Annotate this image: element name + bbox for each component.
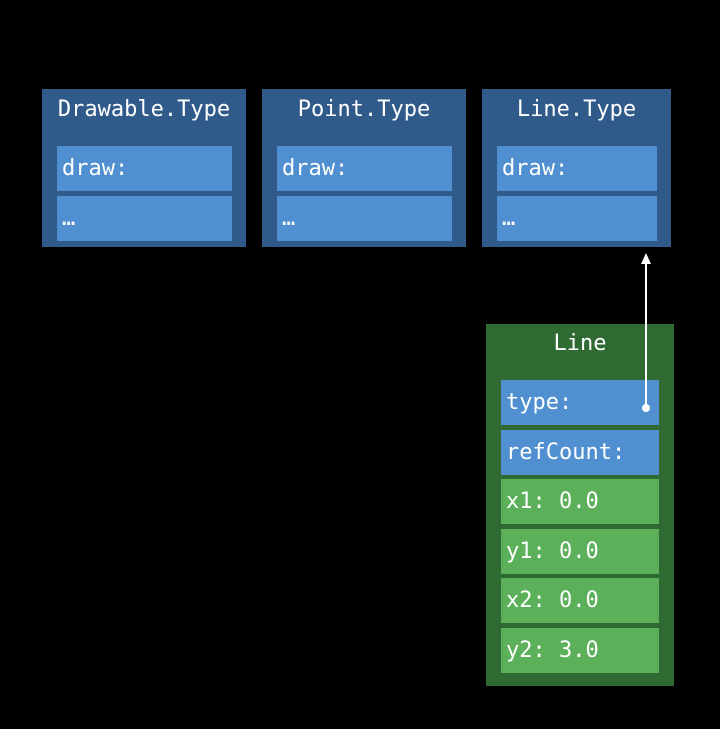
line-type-draw-field: draw: xyxy=(497,146,657,191)
line-type-ellipsis-field: … xyxy=(497,196,657,241)
drawable-type-draw-field: draw: xyxy=(57,146,232,191)
drawable-type-ellipsis-field: … xyxy=(57,196,232,241)
point-type-box: Point.Type draw: … xyxy=(262,89,466,247)
x2-field: x2: 0.0 xyxy=(501,578,659,623)
point-type-draw-field: draw: xyxy=(277,146,452,191)
y1-field: y1: 0.0 xyxy=(501,529,659,574)
line-instance-title: Line xyxy=(553,331,607,356)
y2-field: y2: 3.0 xyxy=(501,628,659,673)
line-instance-box: Line type: refCount: x1: 0.0 y1: 0.0 x2:… xyxy=(486,324,674,686)
point-type-ellipsis-field: … xyxy=(277,196,452,241)
x1-field: x1: 0.0 xyxy=(501,479,659,524)
drawable-type-title: Drawable.Type xyxy=(57,97,231,122)
drawable-type-box: Drawable.Type draw: … xyxy=(42,89,246,247)
point-type-title: Point.Type xyxy=(297,97,431,122)
arrow-head xyxy=(641,253,651,264)
line-type-box: Line.Type draw: … xyxy=(482,89,671,247)
refcount-field: refCount: xyxy=(501,430,659,475)
type-field: type: xyxy=(501,380,659,425)
line-type-title: Line.Type xyxy=(516,97,637,122)
